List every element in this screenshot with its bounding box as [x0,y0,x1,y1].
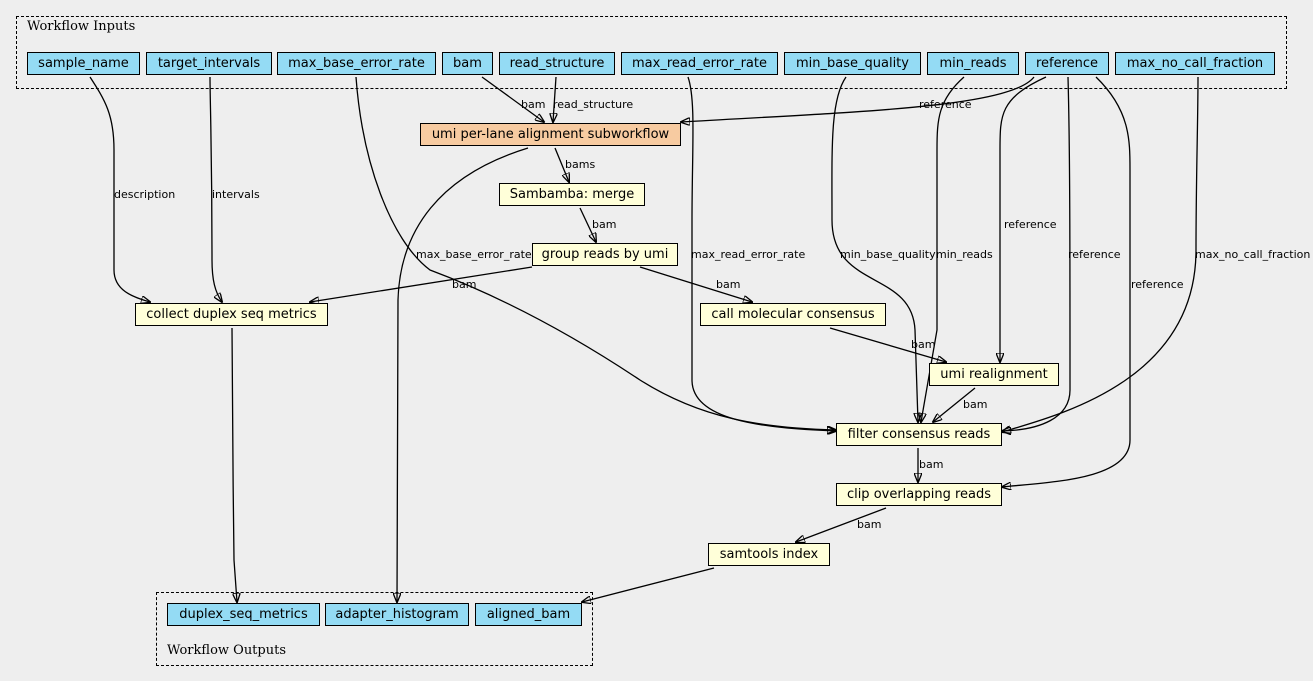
edge-label-description: description [114,188,175,201]
input-max-no-call-fraction[interactable]: max_no_call_fraction [1115,52,1275,75]
step-umi-realignment[interactable]: umi realignment [929,363,1059,386]
edge-realign-to-filter [933,387,976,422]
edge-reference-to-clip [1002,76,1131,487]
edge-label-reference-filter: reference [1068,248,1121,261]
workflow-outputs-cluster [156,592,593,666]
edge-sample-name-to-metrics [89,76,150,302]
edge-label-max-read-error-rate: max_read_error_rate [691,248,805,261]
output-adapter-histogram[interactable]: adapter_histogram [325,603,469,626]
step-call-molecular-consensus[interactable]: call molecular consensus [700,303,886,326]
input-min-base-quality[interactable]: min_base_quality [784,52,921,75]
input-bam[interactable]: bam [442,52,493,75]
edge-min-reads-to-filter [921,76,965,422]
edge-label-min-base-quality: min_base_quality [840,248,936,261]
edge-subworkflow-to-adapter-histogram [397,147,529,602]
step-group-reads-by-umi[interactable]: group reads by umi [532,243,678,266]
edge-label-bam: bam [521,98,545,111]
edge-label-reference-realign: reference [1004,218,1057,231]
output-aligned-bam[interactable]: aligned_bam [475,603,582,626]
edge-label-read-structure: read_structure [553,98,633,111]
edge-label-max-no-call-fraction: max_no_call_fraction [1195,248,1310,261]
edge-max-read-error-rate-to-filter [687,76,836,431]
edge-label-group-to-consensus: bam [716,278,740,291]
edge-label-min-reads: min_reads [936,248,993,261]
step-samtools-index[interactable]: samtools index [708,543,830,566]
input-max-base-error-rate[interactable]: max_base_error_rate [277,52,436,75]
edge-max-no-call-fraction-to-filter [1002,76,1199,432]
edge-merge-to-group [579,207,596,242]
input-sample-name[interactable]: sample_name [27,52,140,75]
edge-label-merge-bam: bam [592,218,616,231]
edge-label-max-base-error-rate: max_base_error_rate [416,248,532,261]
edge-label-group-to-metrics: bam [452,278,476,291]
edge-group-to-metrics [310,266,533,302]
edge-clip-to-index [796,507,887,542]
edge-bam-to-subworkflow [481,76,544,122]
edge-label-reference-clip: reference [1131,278,1184,291]
input-read-structure[interactable]: read_structure [499,52,615,75]
edge-subworkflow-to-merge [554,147,569,182]
edge-label-realign-to-filter: bam [963,398,987,411]
input-reference[interactable]: reference [1025,52,1109,75]
edge-label-bams: bams [565,158,595,171]
step-sambamba-merge[interactable]: Sambamba: merge [499,183,645,206]
input-max-read-error-rate[interactable]: max_read_error_rate [621,52,778,75]
edge-label-reference: reference [919,98,972,111]
step-clip-overlapping-reads[interactable]: clip overlapping reads [836,483,1002,506]
input-min-reads[interactable]: min_reads [927,52,1019,75]
edge-label-consensus-to-realign: bam [911,338,935,351]
input-target-intervals[interactable]: target_intervals [146,52,272,75]
edge-target-intervals-to-metrics [209,76,222,302]
workflow-outputs-label: Workflow Outputs [167,643,286,658]
edge-reference-to-filter [1002,76,1071,431]
step-filter-consensus-reads[interactable]: filter consensus reads [836,423,1002,446]
edge-label-filter-to-clip: bam [919,458,943,471]
output-duplex-seq-metrics[interactable]: duplex_seq_metrics [167,603,320,626]
edge-label-intervals: intervals [212,188,260,201]
edge-read-structure-to-subworkflow [553,76,556,122]
edge-consensus-to-realign [829,327,946,362]
workflow-inputs-cluster [16,16,1287,89]
edge-metrics-to-duplex-output [231,327,237,602]
step-collect-duplex-seq-metrics[interactable]: collect duplex seq metrics [135,303,328,326]
step-umi-alignment-subworkflow[interactable]: umi per-lane alignment subworkflow [420,123,681,146]
workflow-inputs-label: Workflow Inputs [27,19,136,34]
edge-min-base-quality-to-filter [831,76,918,422]
edge-index-to-aligned-bam [582,567,715,602]
edge-label-clip-to-index: bam [857,518,881,531]
edge-reference-to-realign [1000,76,1047,362]
edge-group-to-consensus [639,266,752,302]
